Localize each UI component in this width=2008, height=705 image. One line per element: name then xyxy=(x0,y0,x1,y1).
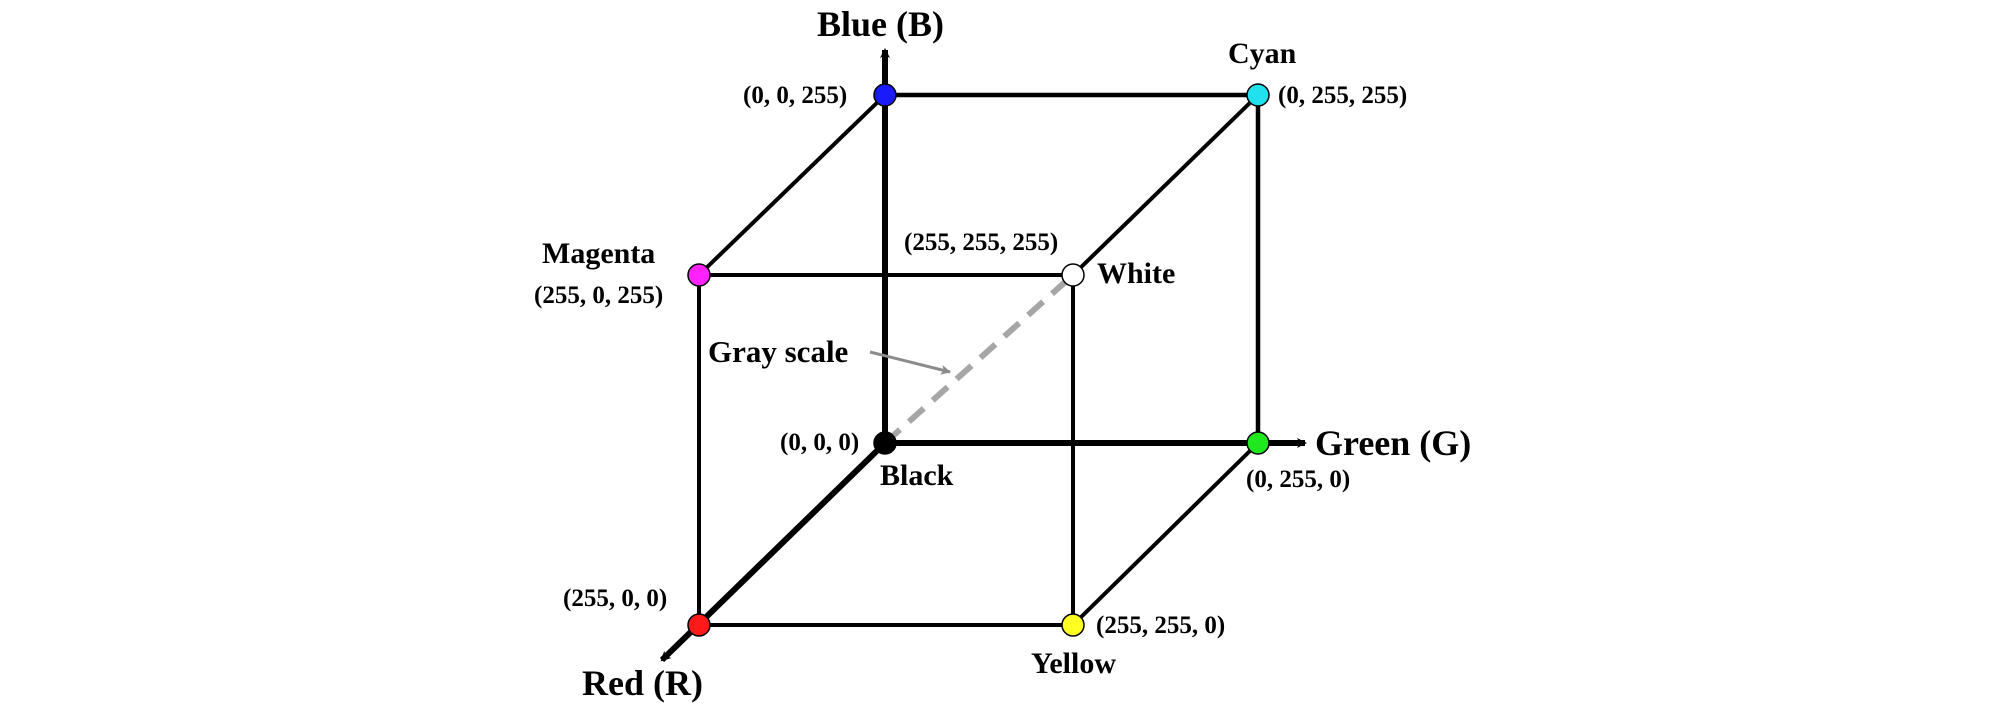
vertex-name-cyan: Cyan xyxy=(1228,37,1297,70)
coord-yellow: (255, 255, 0) xyxy=(1096,612,1225,639)
vertex-yellow xyxy=(1061,613,1085,637)
vertex-red xyxy=(687,613,711,637)
coord-red: (255, 0, 0) xyxy=(563,585,667,612)
vertex-green xyxy=(1246,431,1270,455)
vertex-name-magenta: Magenta xyxy=(542,237,655,270)
coord-magenta: (255, 0, 255) xyxy=(534,282,663,309)
edge-white-cyan xyxy=(1071,93,1260,277)
coord-cyan: (0, 255, 255) xyxy=(1278,82,1407,109)
vertex-name-white: White xyxy=(1097,257,1175,290)
vertex-name-black: Black xyxy=(880,459,954,492)
gray-scale-pointer-arrow xyxy=(869,350,951,375)
coord-white: (255, 255, 255) xyxy=(904,229,1058,256)
edge-magenta-blue xyxy=(697,93,887,277)
coord-blue: (0, 0, 255) xyxy=(743,82,847,109)
gray-scale-label: Gray scale xyxy=(708,334,848,369)
vertex-name-yellow: Yellow xyxy=(1031,647,1116,680)
axis-label-green: Green (G) xyxy=(1315,423,1471,463)
vertex-magenta xyxy=(687,263,711,287)
vertices xyxy=(687,83,1270,637)
vertex-blue xyxy=(873,83,897,107)
coord-black: (0, 0, 0) xyxy=(780,429,859,456)
coord-green: (0, 255, 0) xyxy=(1246,466,1350,493)
axis-label-red: Red (R) xyxy=(582,663,703,703)
gray-scale-diagonal xyxy=(883,272,1075,446)
vertex-cyan xyxy=(1246,83,1270,107)
cube-edges xyxy=(697,92,1261,627)
axis-label-blue: Blue (B) xyxy=(817,4,944,44)
vertex-black xyxy=(873,431,897,455)
vertex-white xyxy=(1061,263,1085,287)
edge-yellow-green xyxy=(1071,441,1260,627)
